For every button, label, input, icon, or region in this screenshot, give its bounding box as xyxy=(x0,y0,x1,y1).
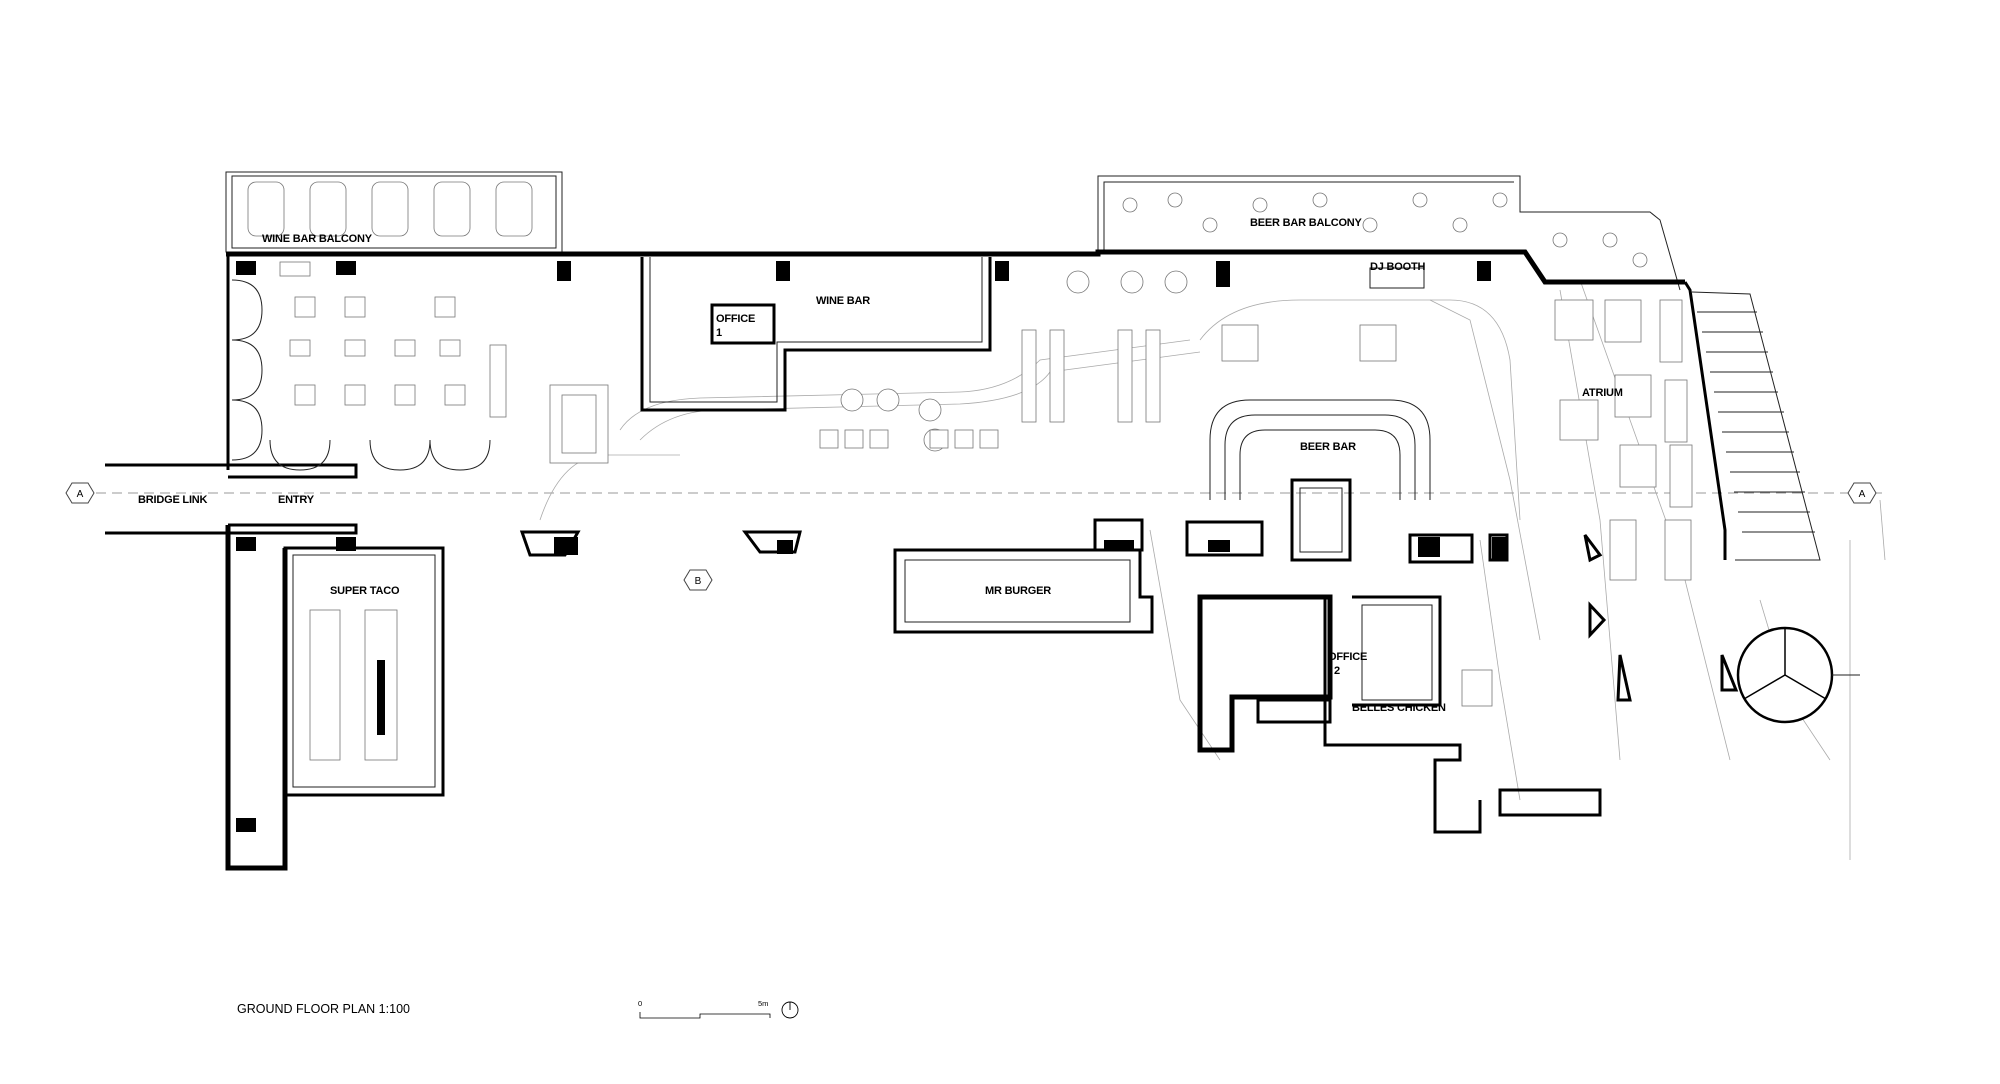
section-marker-a-left: A xyxy=(65,482,95,504)
dj-booth: DJ BOOTH xyxy=(1369,261,1426,289)
room-label-office-1: OFFICE xyxy=(716,313,755,325)
section-marker-b: B xyxy=(683,569,713,591)
atrium-benches xyxy=(1554,299,1693,581)
atrium-stair xyxy=(1691,291,1821,561)
room-label-bridge-link: BRIDGE LINK xyxy=(138,494,208,506)
balcony-booth-seating xyxy=(247,181,533,237)
wine-bar-counter: WINE BAR xyxy=(640,257,992,412)
lounge-seating xyxy=(819,429,999,449)
room-label-belles-chicken: BELLES CHICKEN xyxy=(1352,702,1446,714)
dining-tables xyxy=(289,296,609,464)
room-label-office-2: OFFICE xyxy=(1328,651,1367,663)
room-label-office-2-number: 2 xyxy=(1334,665,1340,677)
label-section-markers-b: B xyxy=(695,576,702,587)
balcony-tables xyxy=(1122,192,1648,268)
label-drawing-scale-bar-end-label: 5m xyxy=(758,999,768,1008)
room-label-super-taco: SUPER TACO xyxy=(330,585,400,597)
scale-bar: 0 5m xyxy=(638,999,799,1019)
room-label-wine-bar-balcony: WINE BAR BALCONY xyxy=(262,233,373,245)
atrium: ATRIUM xyxy=(1554,281,1821,581)
kitchen-block: OFFICE 2 BELLES CHICKEN xyxy=(1197,594,1493,834)
wine-bar-seating xyxy=(231,261,999,471)
drawing-title: GROUND FLOOR PLAN 1:100 xyxy=(237,1002,410,1016)
room-label-entry: ENTRY xyxy=(278,494,315,506)
label-section-markers-a-right: A xyxy=(1859,489,1866,500)
main-exterior-wall xyxy=(226,249,1685,285)
super-taco: SUPER TACO xyxy=(225,525,445,871)
structural-columns xyxy=(236,261,1506,832)
beer-bar-balcony: BEER BAR BALCONY xyxy=(1097,175,1681,291)
room-label-atrium: ATRIUM xyxy=(1582,387,1623,399)
label-section-markers-a-left: A xyxy=(77,489,84,500)
room-label-office-1-number: 1 xyxy=(716,327,722,339)
window-booths xyxy=(231,279,491,471)
office-1: OFFICE 1 xyxy=(710,303,776,345)
counter-pods xyxy=(519,518,1739,817)
mr-burger: MR BURGER xyxy=(893,548,1154,634)
room-label-wine-bar: WINE BAR xyxy=(816,295,870,307)
beer-bar: BEER BAR xyxy=(1209,399,1431,562)
room-label-dj-booth: DJ BOOTH xyxy=(1370,261,1425,273)
high-tables xyxy=(840,388,947,452)
wine-bar-balcony: WINE BAR BALCONY xyxy=(225,171,563,253)
revolving-door xyxy=(1736,626,1860,724)
section-marker-a-right: A xyxy=(1847,482,1877,504)
room-label-beer-bar: BEER BAR xyxy=(1300,441,1356,453)
label-drawing-scale-bar-start-label: 0 xyxy=(638,999,642,1008)
room-label-beer-bar-balcony: BEER BAR BALCONY xyxy=(1250,217,1363,229)
central-seating xyxy=(1021,270,1397,423)
room-label-mr-burger: MR BURGER xyxy=(985,585,1051,597)
